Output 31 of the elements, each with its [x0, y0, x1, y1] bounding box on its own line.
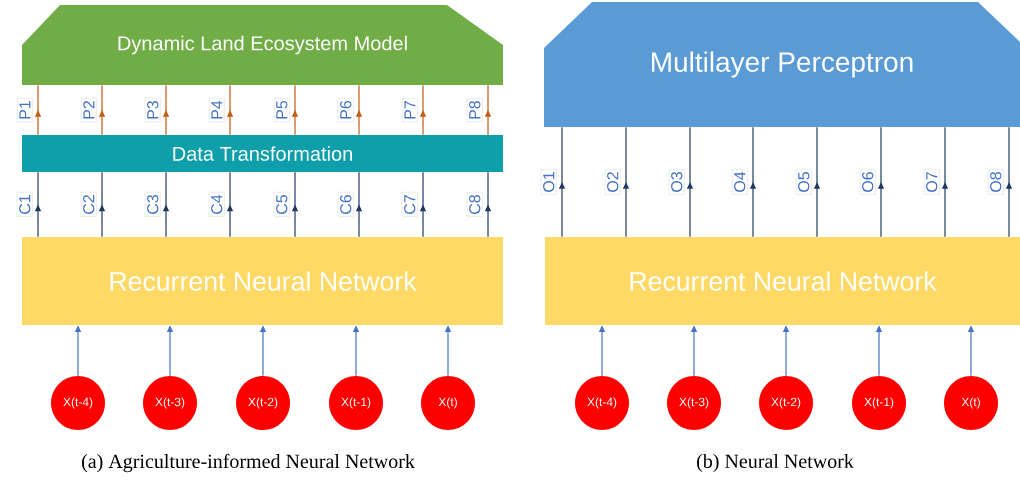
edge-label: O1 [540, 169, 557, 195]
network-box: Recurrent Neural Network [22, 237, 503, 325]
edge-label: C7 [401, 192, 418, 217]
edge-label: C6 [337, 192, 354, 217]
edge-label: O6 [859, 169, 876, 195]
edge-label: P5 [273, 97, 290, 123]
edge-label: C8 [466, 192, 483, 217]
edge-label: O7 [923, 169, 940, 195]
edge-label: O4 [731, 169, 748, 195]
model-box: Dynamic Land Ecosystem Model [22, 5, 503, 85]
edge-label: P7 [402, 97, 418, 123]
edge-label: P6 [337, 97, 354, 123]
edge-label: C5 [273, 192, 290, 217]
transformation-box: Data Transformation [22, 135, 503, 172]
edge-label: P3 [144, 97, 161, 123]
edge-label: O3 [668, 169, 685, 195]
perceptron-box: Multilayer Perceptron [544, 2, 1020, 127]
edge-label: P8 [466, 97, 483, 123]
edge-label: P1 [17, 97, 33, 123]
edge-label: C4 [208, 192, 225, 217]
edge-label: C2 [80, 192, 97, 217]
edge-label: O2 [604, 169, 621, 195]
edge-label: C3 [144, 192, 161, 217]
edge-label: C1 [16, 192, 33, 217]
edge-label: O8 [987, 169, 1004, 195]
caption: (b) Neural Network [697, 453, 854, 473]
edge-label: O5 [795, 169, 812, 195]
caption: (a) Agriculture-informed Neural Network [82, 453, 415, 473]
edge-label: P2 [80, 97, 97, 123]
edge-label: P4 [209, 97, 225, 123]
network-box: Recurrent Neural Network [545, 237, 1020, 325]
